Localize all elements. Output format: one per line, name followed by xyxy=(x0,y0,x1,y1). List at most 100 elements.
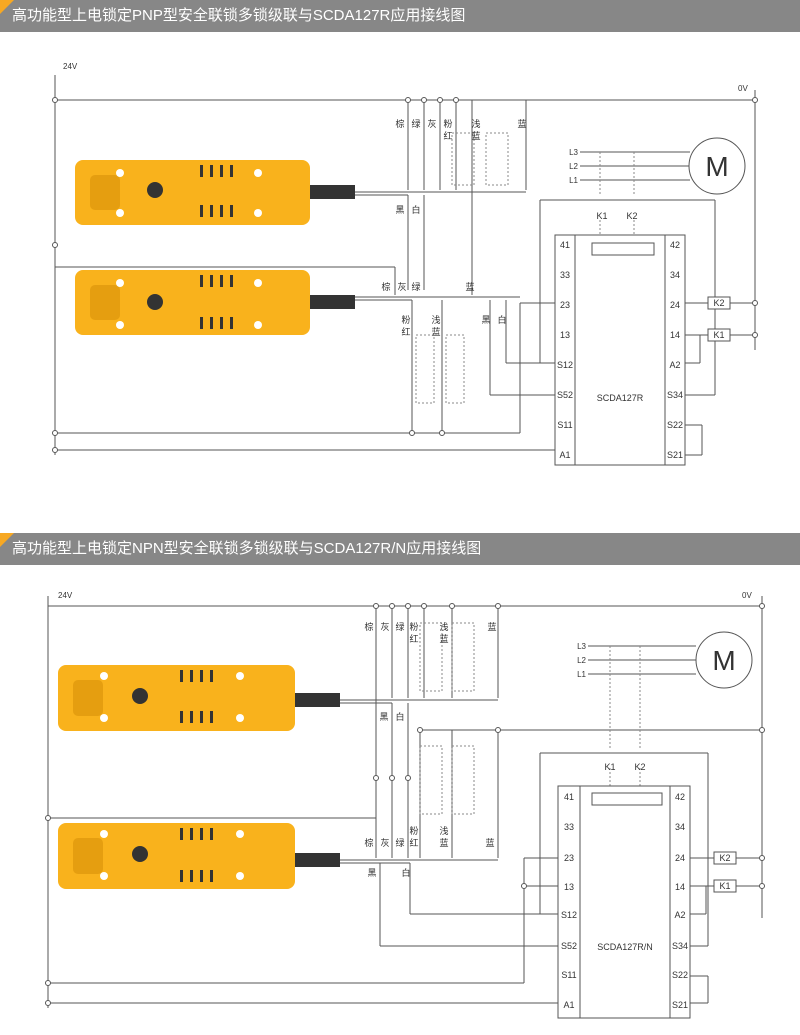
svg-text:红: 红 xyxy=(443,130,452,141)
banner-accent-triangle xyxy=(0,533,14,547)
svg-text:黑: 黑 xyxy=(395,205,404,215)
svg-text:S11: S11 xyxy=(557,420,572,430)
svg-text:棕: 棕 xyxy=(381,281,390,292)
svg-text:K2: K2 xyxy=(713,298,724,308)
svg-text:灰: 灰 xyxy=(397,281,406,292)
svg-text:23: 23 xyxy=(560,300,570,310)
svg-text:L2: L2 xyxy=(569,162,578,171)
svg-text:K1: K1 xyxy=(596,211,607,221)
svg-text:蓝: 蓝 xyxy=(465,281,474,292)
svg-text:灰: 灰 xyxy=(380,837,389,848)
svg-text:白: 白 xyxy=(395,711,404,722)
svg-text:L1: L1 xyxy=(569,176,578,185)
svg-text:K2: K2 xyxy=(719,853,730,863)
controller-scda127r: SCDA127R 41 33 23 13 S12 S52 S11 A1 42 3… xyxy=(554,234,686,466)
svg-text:K1: K1 xyxy=(713,330,724,340)
svg-text:灰: 灰 xyxy=(380,621,389,632)
svg-text:蓝: 蓝 xyxy=(517,118,526,129)
svg-text:绿: 绿 xyxy=(395,621,404,632)
motor-2: M xyxy=(695,631,753,689)
wiring-diagram-npn: M SCDA127R/N 41 33 23 13 S12 S52 S11 A1 … xyxy=(45,591,765,1019)
banner-accent-triangle xyxy=(0,0,14,14)
motor-label: M xyxy=(705,151,728,182)
svg-text:黑: 黑 xyxy=(481,315,490,325)
svg-text:S11: S11 xyxy=(561,970,576,980)
svg-text:蓝: 蓝 xyxy=(487,621,496,632)
section-title-2: 高功能型上电锁定NPN型安全联锁多锁级联与SCDA127R/N应用接线图 xyxy=(12,540,482,557)
svg-text:S52: S52 xyxy=(561,941,577,951)
svg-text:蓝: 蓝 xyxy=(471,130,480,141)
section-title-1: 高功能型上电锁定PNP型安全联锁多锁级联与SCDA127R应用接线图 xyxy=(12,7,466,24)
svg-text:24: 24 xyxy=(670,300,680,310)
svg-text:浅: 浅 xyxy=(431,314,440,325)
svg-text:14: 14 xyxy=(675,882,685,892)
svg-text:S52: S52 xyxy=(557,390,573,400)
svg-text:蓝: 蓝 xyxy=(439,633,448,644)
svg-text:24V: 24V xyxy=(58,591,73,600)
sensor-3 xyxy=(58,665,340,731)
svg-text:白: 白 xyxy=(411,204,420,215)
svg-text:S21: S21 xyxy=(667,450,683,460)
svg-text:A2: A2 xyxy=(669,360,680,370)
svg-text:粉: 粉 xyxy=(443,118,452,129)
svg-text:42: 42 xyxy=(675,792,685,802)
svg-text:S34: S34 xyxy=(672,941,688,951)
svg-text:24: 24 xyxy=(675,853,685,863)
device-name: SCDA127R xyxy=(597,393,644,403)
svg-text:K2: K2 xyxy=(634,762,645,772)
svg-text:K2: K2 xyxy=(626,211,637,221)
svg-text:42: 42 xyxy=(670,240,680,250)
svg-text:S12: S12 xyxy=(561,910,577,920)
svg-text:S22: S22 xyxy=(672,970,688,980)
svg-text:红: 红 xyxy=(409,837,418,848)
svg-text:红: 红 xyxy=(401,326,410,337)
svg-text:M: M xyxy=(712,645,735,676)
svg-text:黑: 黑 xyxy=(379,712,388,722)
svg-text:蓝: 蓝 xyxy=(431,326,440,337)
svg-text:A1: A1 xyxy=(559,450,570,460)
section-banner-1: 高功能型上电锁定PNP型安全联锁多锁级联与SCDA127R应用接线图 xyxy=(0,0,800,32)
svg-text:粉: 粉 xyxy=(409,825,418,836)
svg-text:棕: 棕 xyxy=(364,621,373,632)
svg-text:33: 33 xyxy=(564,822,574,832)
svg-text:L3: L3 xyxy=(569,148,578,157)
svg-text:S21: S21 xyxy=(672,1000,688,1010)
sensor-1 xyxy=(75,160,355,225)
svg-text:A2: A2 xyxy=(674,910,685,920)
svg-text:黑: 黑 xyxy=(367,868,376,878)
svg-text:SCDA127R/N: SCDA127R/N xyxy=(597,942,653,952)
controller-scda127rn: SCDA127R/N 41 33 23 13 S12 S52 S11 A1 42… xyxy=(557,785,691,1019)
svg-text:24V: 24V xyxy=(63,62,78,71)
svg-text:绿: 绿 xyxy=(411,118,420,129)
sensor-4 xyxy=(58,823,340,889)
svg-text:41: 41 xyxy=(564,792,574,802)
svg-text:白: 白 xyxy=(497,314,506,325)
svg-text:绿: 绿 xyxy=(411,281,420,292)
svg-text:14: 14 xyxy=(670,330,680,340)
svg-text:红: 红 xyxy=(409,633,418,644)
svg-text:浅: 浅 xyxy=(471,118,480,129)
svg-text:灰: 灰 xyxy=(427,118,436,129)
svg-text:34: 34 xyxy=(675,822,685,832)
svg-text:13: 13 xyxy=(560,330,570,340)
svg-text:0V: 0V xyxy=(738,84,748,93)
svg-text:33: 33 xyxy=(560,270,570,280)
svg-text:浅: 浅 xyxy=(439,621,448,632)
svg-text:K1: K1 xyxy=(719,881,730,891)
svg-text:粉: 粉 xyxy=(401,314,410,325)
svg-text:S34: S34 xyxy=(667,390,683,400)
svg-text:S12: S12 xyxy=(557,360,573,370)
svg-text:K1: K1 xyxy=(604,762,615,772)
wiring-diagram-pnp: M SCDA127R 41 33 23 13 S12 S52 S11 A1 42… xyxy=(52,62,758,466)
svg-text:浅: 浅 xyxy=(439,825,448,836)
svg-text:蓝: 蓝 xyxy=(439,837,448,848)
svg-text:13: 13 xyxy=(564,882,574,892)
svg-text:L2: L2 xyxy=(577,656,586,665)
svg-text:绿: 绿 xyxy=(395,837,404,848)
svg-text:蓝: 蓝 xyxy=(485,837,494,848)
svg-text:白: 白 xyxy=(401,867,410,878)
svg-text:L3: L3 xyxy=(577,642,586,651)
svg-text:L1: L1 xyxy=(577,670,586,679)
svg-text:34: 34 xyxy=(670,270,680,280)
svg-text:粉: 粉 xyxy=(409,621,418,632)
